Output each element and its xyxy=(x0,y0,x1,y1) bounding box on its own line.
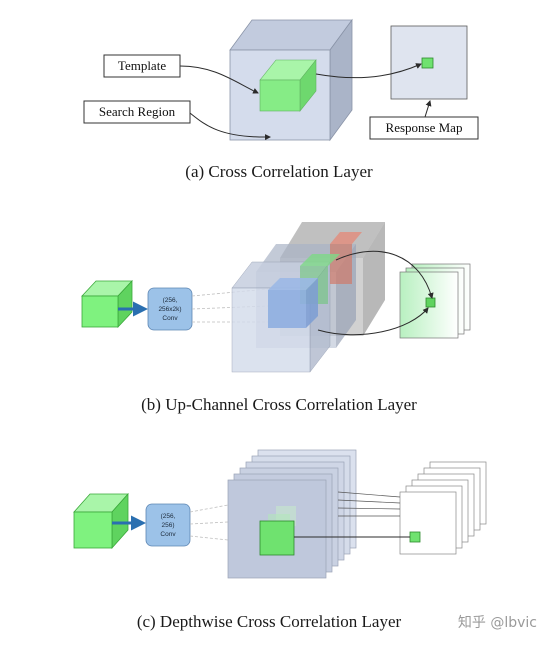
conv-c-line-1: (256, xyxy=(161,513,176,520)
response-map-square xyxy=(390,25,468,100)
caption-b: (b) Up-Channel Cross Correlation Layer xyxy=(141,395,417,414)
projection-lines-c xyxy=(189,504,229,541)
response-map-stack-c xyxy=(399,461,487,555)
conv-box-c xyxy=(145,503,191,547)
up-channel-arrow-bottom xyxy=(317,307,429,336)
panel-c: (256, 256) Conv xyxy=(73,449,487,631)
caption-c: (c) Depthwise Cross Correlation Layer xyxy=(137,612,402,631)
panel-b: (256, 256x2k) Conv xyxy=(81,222,471,414)
up-channel-arrow-top xyxy=(335,250,434,299)
template-cube-b xyxy=(81,279,133,329)
watermark: 知乎 @lbvic xyxy=(458,614,537,631)
conv-b-line-3: Conv xyxy=(162,315,178,322)
response-map-arrow xyxy=(424,100,432,118)
projection-lines-b xyxy=(191,288,269,323)
feature-cube-stack-b xyxy=(231,222,385,373)
template-label-box xyxy=(103,54,181,78)
search-region-arrow xyxy=(189,112,271,141)
response-map-label-box xyxy=(369,116,479,140)
response-map-label: Response Map xyxy=(386,120,463,135)
search-region-label-box xyxy=(83,100,191,124)
feature-plane-stack-c xyxy=(227,449,357,579)
template-cube-c xyxy=(73,492,129,550)
conv-b-line-1: (256, xyxy=(163,297,178,304)
response-map-stack-b xyxy=(399,263,471,339)
conv-c-line-2: 256) xyxy=(161,522,174,529)
caption-a: (a) Cross Correlation Layer xyxy=(185,162,373,181)
conv-c-line-3: Conv xyxy=(160,531,176,538)
correlation-arrow xyxy=(315,63,422,79)
depthwise-connector-lines xyxy=(337,491,401,517)
template-label: Template xyxy=(118,58,166,73)
search-region-label: Search Region xyxy=(99,104,176,119)
conv-b-line-2: 256x2k) xyxy=(158,306,181,313)
template-arrow xyxy=(179,65,259,94)
panel-a: Template Search Region Response Map (a) … xyxy=(83,18,479,181)
template-cube-a xyxy=(259,59,317,112)
